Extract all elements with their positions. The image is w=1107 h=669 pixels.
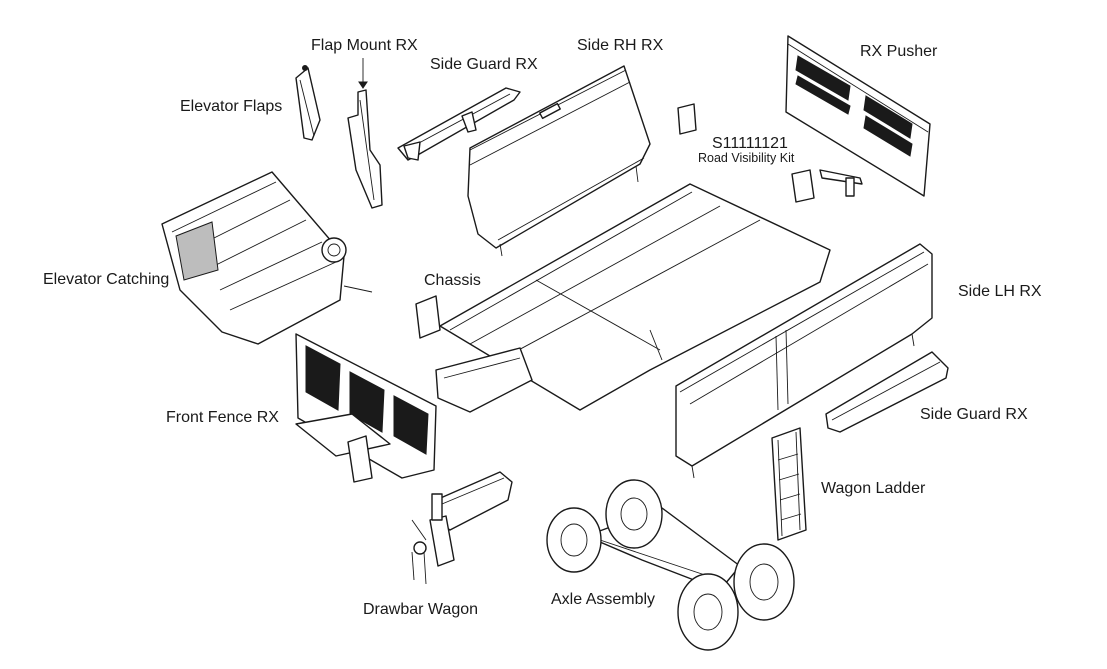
label-side-lh: Side LH RX	[958, 283, 1042, 300]
side-rh-part	[467, 65, 651, 257]
label-side-rh: Side RH RX	[577, 37, 664, 54]
elevator-flaps-part	[295, 65, 321, 141]
label-drawbar: Drawbar Wagon	[363, 601, 479, 618]
side-lh-part	[675, 243, 933, 479]
side-guard-bottom-part	[825, 351, 949, 433]
label-elevator-flaps: Elevator Flaps	[180, 98, 283, 115]
flap-mount-part	[347, 58, 383, 209]
label-part-number: S11111121	[712, 135, 788, 152]
label-road-visibility: Road Visibility Kit	[698, 151, 795, 165]
label-side-guard-top: Side Guard RX	[430, 56, 538, 73]
label-wagon-ladder: Wagon Ladder	[821, 480, 926, 497]
label-flap-mount: Flap Mount RX	[311, 37, 418, 54]
chassis-part	[415, 183, 831, 413]
rx-pusher-part	[785, 35, 931, 197]
label-front-fence: Front Fence RX	[166, 409, 279, 426]
wagon-ladder-part	[771, 427, 807, 541]
side-guard-top-part	[397, 87, 521, 161]
drawbar-wagon-part	[411, 471, 513, 585]
label-side-guard-bottom: Side Guard RX	[920, 406, 1028, 423]
road-visibility-plates	[677, 103, 815, 203]
label-chassis: Chassis	[424, 272, 481, 289]
axle-assembly-part	[546, 479, 795, 651]
label-elevator-catching: Elevator Catching	[43, 271, 170, 288]
label-axle: Axle Assembly	[551, 591, 656, 608]
label-rx-pusher: RX Pusher	[860, 43, 938, 60]
front-fence-part	[295, 333, 437, 483]
elevator-catching-part	[161, 171, 373, 345]
